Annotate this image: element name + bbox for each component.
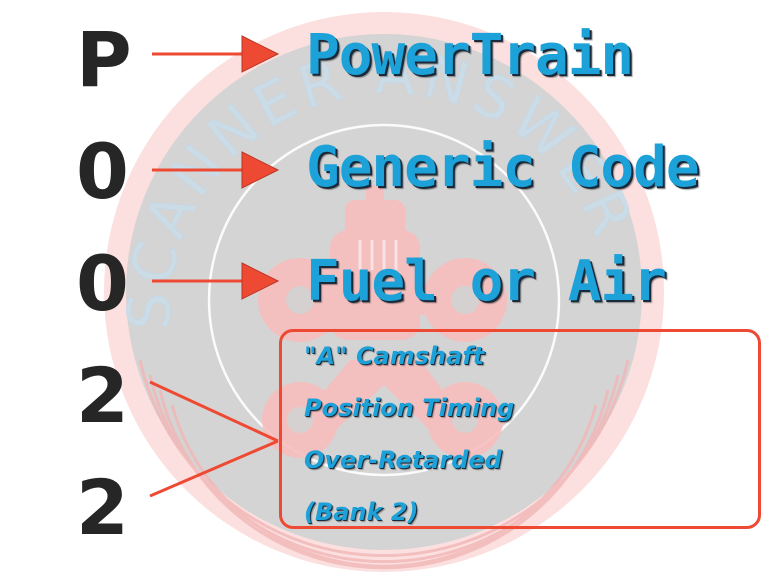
code-char-subsystem: 0 xyxy=(76,239,129,328)
code-char-system: P xyxy=(76,15,132,104)
description-line-4: (Bank 2) xyxy=(304,498,419,526)
code-char-fault-digit-1: 2 xyxy=(76,351,129,440)
description-line-1: "A" Camshaft xyxy=(304,342,485,370)
label-powertrain: PowerTrain xyxy=(306,23,634,88)
label-generic-code: Generic Code xyxy=(306,135,700,200)
label-fuel-or-air: Fuel or Air xyxy=(306,249,667,314)
code-char-type: 0 xyxy=(76,127,129,216)
code-char-fault-digit-2: 2 xyxy=(76,463,129,552)
description-line-2: Position Timing xyxy=(304,394,515,422)
description-line-3: Over-Retarded xyxy=(304,446,502,474)
description-box xyxy=(279,329,761,529)
